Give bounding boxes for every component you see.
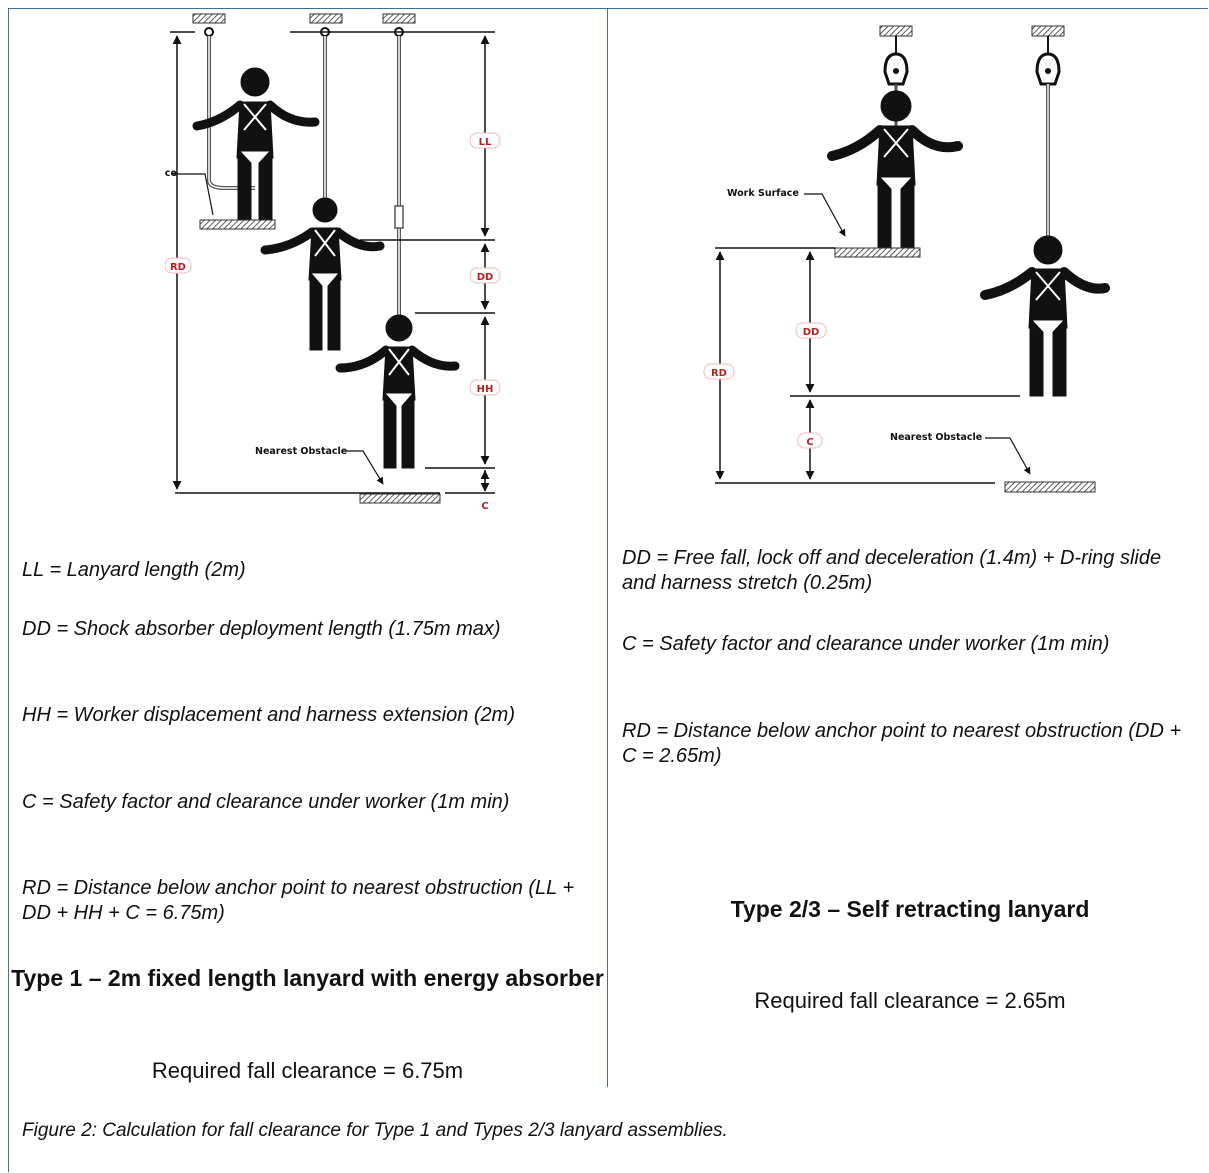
work-surface-label: Work Surface <box>165 168 177 179</box>
label-ll: LL <box>479 137 492 148</box>
anchor-ceiling-2 <box>309 13 343 24</box>
work-surface-platform <box>199 219 276 230</box>
figure-caption: Figure 2: Calculation for fall clearance… <box>22 1120 728 1141</box>
label-rd: RD <box>711 368 727 379</box>
definition-c: C = Safety factor and clearance under wo… <box>22 791 510 813</box>
definition-dd: DD = Free fall, lock off and deceleratio… <box>622 547 1162 594</box>
label-rd: RD <box>170 262 186 273</box>
type23-required-clearance: Required fall clearance = 2.65m <box>754 988 1066 1013</box>
definition-dd: DD = Shock absorber deployment length (1… <box>22 618 501 640</box>
type23-clearance-diagram: DD RD C Work Surface Nearest Obstacle <box>700 10 1110 500</box>
nearest-obstacle-label: Nearest Obstacle <box>255 446 347 457</box>
srl-housing-1 <box>883 36 909 86</box>
type23-title: Type 2/3 – Self retracting lanyard <box>730 896 1090 922</box>
definition-hh: HH = Worker displacement and harness ext… <box>22 704 515 726</box>
worker-arrested <box>335 314 460 469</box>
type1-clearance-diagram: LL DD HH RD C Work Surface Nearest Obsta… <box>165 10 510 515</box>
label-dd: DD <box>803 327 820 338</box>
definition-rd: RD = Distance below anchor point to near… <box>22 877 575 924</box>
label-hh: HH <box>477 384 494 395</box>
label-c: C <box>481 501 488 512</box>
definition-c: C = Safety factor and clearance under wo… <box>622 633 1110 655</box>
energy-absorber <box>394 205 404 229</box>
type1-title: Type 1 – 2m fixed length lanyard with en… <box>11 965 604 991</box>
worker-standing <box>192 67 320 221</box>
nearest-obstacle-label: Nearest Obstacle <box>890 432 982 443</box>
work-surface-platform <box>834 247 921 258</box>
label-c: C <box>806 437 813 448</box>
anchor-ceiling-2 <box>1031 25 1065 37</box>
nearest-obstacle-block <box>1004 481 1096 493</box>
type1-required-clearance: Required fall clearance = 6.75m <box>151 1058 464 1083</box>
worker-falling <box>260 197 385 351</box>
figure-frame <box>8 8 1208 1172</box>
definition-rd: RD = Distance below anchor point to near… <box>622 720 1182 767</box>
worker-arrested <box>980 235 1110 397</box>
label-dd: DD <box>477 272 494 283</box>
nearest-obstacle-block <box>359 493 441 504</box>
worker-standing <box>827 90 963 249</box>
anchor-ceiling-3 <box>382 13 416 24</box>
work-surface-label: Work Surface <box>727 188 799 199</box>
anchor-ceiling-1 <box>879 25 913 37</box>
definition-ll: LL = Lanyard length (2m) <box>22 559 246 581</box>
anchor-ceiling-1 <box>192 13 226 24</box>
column-divider <box>607 8 608 1087</box>
srl-housing-2 <box>1035 36 1061 86</box>
